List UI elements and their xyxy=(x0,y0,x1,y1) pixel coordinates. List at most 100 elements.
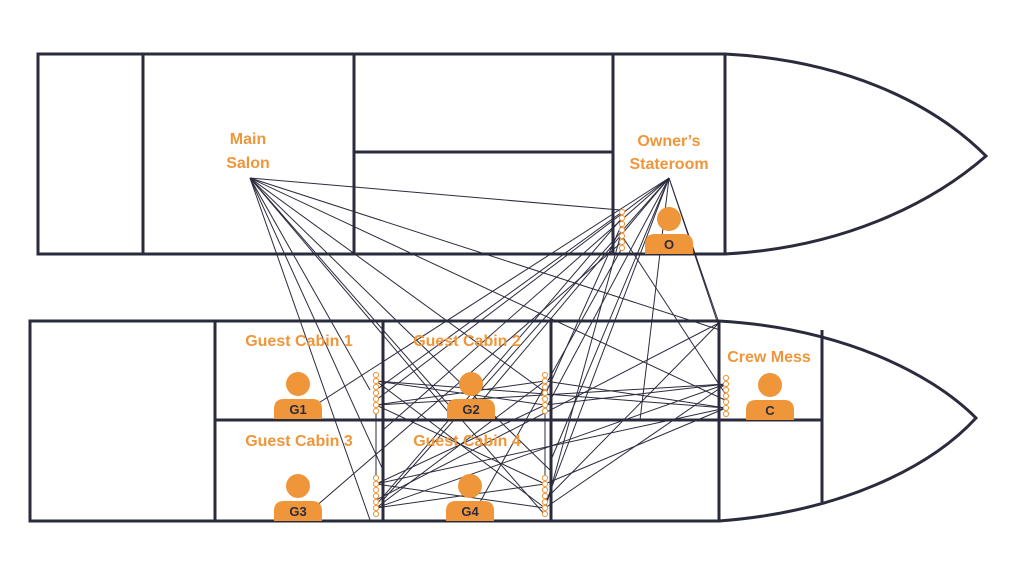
connector-port-icon xyxy=(541,395,549,403)
salon-connection-line xyxy=(249,177,551,471)
connector-port-icon xyxy=(618,214,626,222)
connector-port-icon xyxy=(618,244,626,252)
connector-port-icon xyxy=(541,480,549,488)
crew-connection-line xyxy=(544,322,720,501)
connector-port-icon xyxy=(722,374,730,382)
upper-deck xyxy=(36,52,989,256)
guest3-badge: G3 xyxy=(289,504,306,519)
crew-connection-line xyxy=(668,177,720,324)
main-salon-label-line2: Salon xyxy=(226,155,270,172)
guest2-person-icon: G2 xyxy=(447,372,495,419)
owner-port-connection-line xyxy=(469,247,623,521)
connector-port-icon xyxy=(372,383,380,391)
connector-port-icon xyxy=(541,504,549,512)
owner-connection-line xyxy=(544,177,670,411)
owner-port-connection-line xyxy=(621,235,727,396)
connector-port-icon xyxy=(618,232,626,240)
cabin-cross-link-line xyxy=(375,483,546,509)
crew-badge: C xyxy=(765,403,775,418)
connector-port-icon xyxy=(541,389,549,397)
guest3-person-icon: G3 xyxy=(274,474,322,521)
connector-port-icon xyxy=(372,377,380,385)
connector-port-icon xyxy=(372,474,380,482)
connector-port-icon xyxy=(372,504,380,512)
crew-mess-label: Crew Mess xyxy=(727,349,811,366)
guest1-person-icon: G1 xyxy=(274,372,322,419)
connector-port-icon xyxy=(541,486,549,494)
owner-connection-line xyxy=(299,177,670,416)
connector-port-icon xyxy=(372,401,380,409)
salon-connection-line xyxy=(249,177,371,391)
connector-port-icon xyxy=(722,410,730,418)
owners-stateroom-label-line2: Stateroom xyxy=(629,156,708,173)
lower-deck-hull xyxy=(28,319,979,523)
salon-connection-line xyxy=(249,177,456,421)
owners-stateroom-label-line1: Owner’s xyxy=(637,133,700,150)
guest4-badge: G4 xyxy=(461,504,479,519)
owner-connection-line xyxy=(469,177,670,416)
connector-port-icon xyxy=(541,401,549,409)
connection-lines xyxy=(249,177,727,521)
connector-port-icon xyxy=(618,208,626,216)
connector-port-icon xyxy=(618,220,626,228)
salon-connection-line xyxy=(249,177,384,471)
connector-port-icon xyxy=(372,510,380,518)
connector-port-icon xyxy=(722,386,730,394)
guest1-badge: G1 xyxy=(289,402,306,417)
owner-port-connection-line xyxy=(375,217,623,506)
guest-cabin-4-label: Guest Cabin 4 xyxy=(413,433,521,450)
connector-port-icon xyxy=(372,407,380,415)
owner-person-icon: O xyxy=(645,207,693,254)
owner-port-connection-line xyxy=(375,211,623,391)
connector-port-icon xyxy=(722,404,730,412)
owner-badge: O xyxy=(664,237,674,252)
connector-port-icon xyxy=(722,398,730,406)
cabin-cross-link-line xyxy=(544,383,727,406)
guest4-person-icon: G4 xyxy=(446,474,494,521)
salon-connection-line xyxy=(249,177,371,521)
cabin-cross-link-line xyxy=(375,383,727,509)
connector-port-icon xyxy=(722,392,730,400)
salon-connection-line xyxy=(249,177,726,401)
connector-port-icon xyxy=(541,474,549,482)
connector-port-icon xyxy=(372,371,380,379)
owner-connection-line xyxy=(550,177,670,461)
connector-port-icon xyxy=(541,407,549,415)
connector-port-icon xyxy=(618,238,626,246)
salon-connection-line xyxy=(249,177,621,211)
salon-connection-line xyxy=(249,177,721,331)
main-salon-label-line1: Main xyxy=(230,131,266,148)
guest2-badge: G2 xyxy=(462,402,479,417)
upper-deck-hull xyxy=(36,52,989,256)
connector-port-icon xyxy=(541,498,549,506)
connector-port-icon xyxy=(372,492,380,500)
cabin-cross-link-line xyxy=(544,383,727,509)
owner-connection-line xyxy=(375,177,670,401)
connector-port-icon xyxy=(541,371,549,379)
owner-port-connection-line xyxy=(544,229,623,511)
connector-port-icon xyxy=(541,492,549,500)
guest-cabin-1-label: Guest Cabin 1 xyxy=(245,333,353,350)
owner-connection-line xyxy=(544,177,670,506)
cabin-cross-link-line xyxy=(375,380,546,406)
salon-connection-line xyxy=(249,177,546,393)
connector-port-icon xyxy=(372,498,380,506)
guest-cabin-2-label: Guest Cabin 2 xyxy=(413,333,521,350)
guest-cabin-3-label: Guest Cabin 3 xyxy=(245,433,353,450)
connector-port-icon xyxy=(541,510,549,518)
cabin-cross-link-line xyxy=(375,404,546,485)
connector-port-icon xyxy=(372,389,380,397)
salon-connection-line xyxy=(249,177,546,516)
connector-port-icon xyxy=(618,226,626,234)
connector-port-icon xyxy=(372,486,380,494)
connector-ports xyxy=(372,208,730,518)
connector-port-icon xyxy=(541,377,549,385)
crew-person-icon: C xyxy=(746,373,794,420)
connector-port-icon xyxy=(372,395,380,403)
connector-port-icon xyxy=(372,480,380,488)
cabin-cross-link-line xyxy=(375,383,727,406)
lower-deck xyxy=(28,319,979,523)
connector-port-icon xyxy=(541,383,549,391)
connector-port-icon xyxy=(722,380,730,388)
